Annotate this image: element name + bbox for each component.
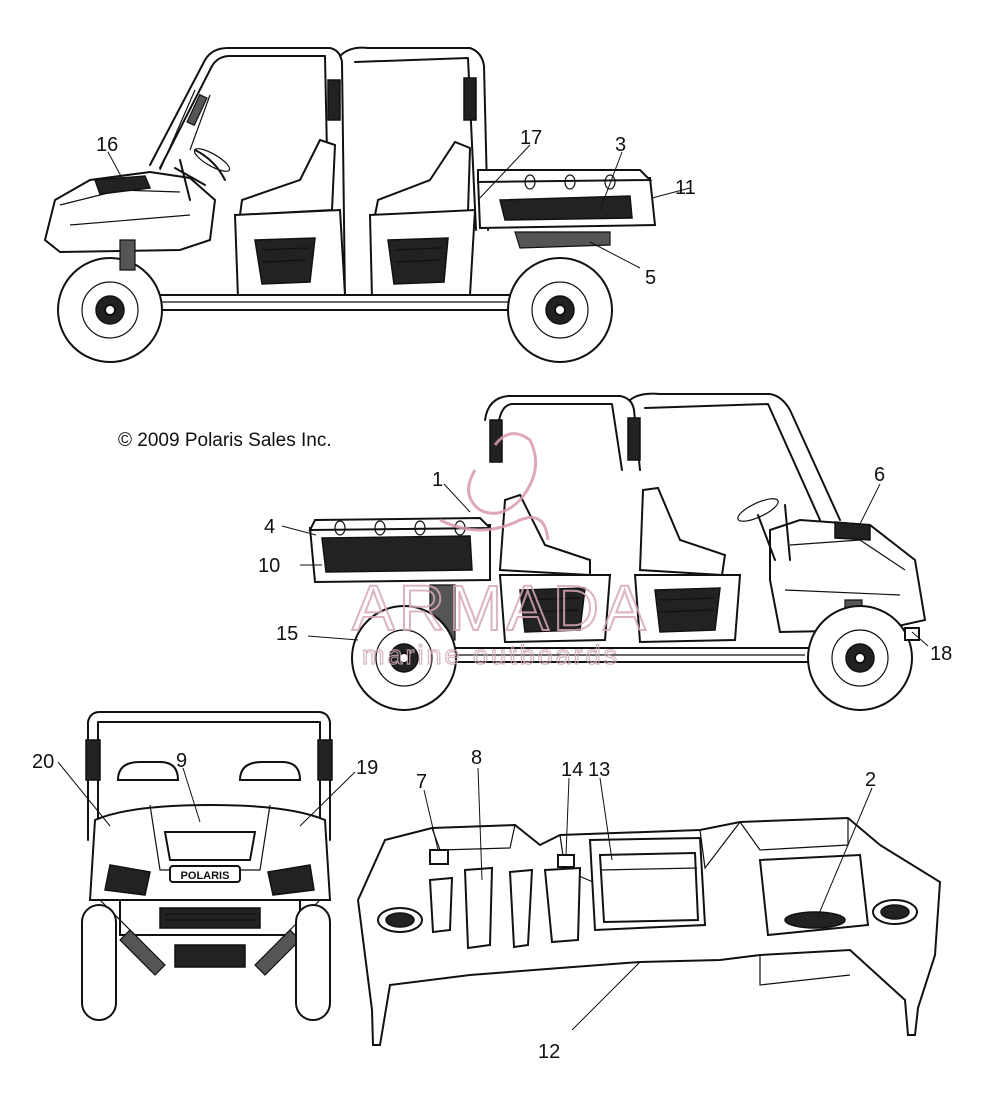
callout-16: 16: [96, 134, 118, 156]
front-view: POLARIS: [81, 711, 333, 1021]
callout-9: 9: [176, 750, 187, 772]
polaris-badge: POLARIS: [181, 870, 230, 882]
callout-19: 19: [356, 757, 378, 779]
callout-13: 13: [588, 759, 610, 781]
side-view-right: [308, 392, 927, 711]
watermark-brand: ARMADA: [352, 572, 650, 644]
callout-6: 6: [874, 464, 885, 486]
dash-panel-view: [356, 816, 942, 1046]
callout-18: 18: [930, 643, 952, 665]
callout-1: 1: [432, 469, 443, 491]
callout-15: 15: [276, 623, 298, 645]
watermark-subtitle: marine outboards: [362, 640, 620, 670]
front-wheel: [57, 257, 163, 363]
callout-5: 5: [645, 267, 656, 289]
callout-20: 20: [32, 751, 54, 773]
rear-wheel-right: [351, 605, 457, 711]
callout-7: 7: [416, 771, 427, 793]
copyright-notice: © 2009 Polaris Sales Inc.: [118, 430, 332, 451]
callout-8: 8: [471, 747, 482, 769]
callout-12: 12: [538, 1041, 560, 1063]
decal-7-area: [429, 849, 449, 865]
callout-4: 4: [264, 516, 275, 538]
callout-10: 10: [258, 555, 280, 577]
side-view-left: [43, 46, 657, 363]
callout-14: 14: [561, 759, 583, 781]
callout-11: 11: [675, 177, 696, 199]
leader-lines: [57, 144, 929, 1031]
callout-2: 2: [865, 769, 876, 791]
rear-wheel: [507, 257, 613, 363]
watermark: ARMADA marine outboards: [351, 432, 650, 671]
front-wheel-right: [807, 605, 913, 711]
callout-3: 3: [615, 134, 626, 156]
callout-numbers: 16 17 3 11 5 1 6 4 10 15 18 9 20 19 8 7 …: [32, 127, 952, 1063]
callout-17: 17: [520, 127, 542, 149]
decal-14-area: [557, 854, 575, 868]
